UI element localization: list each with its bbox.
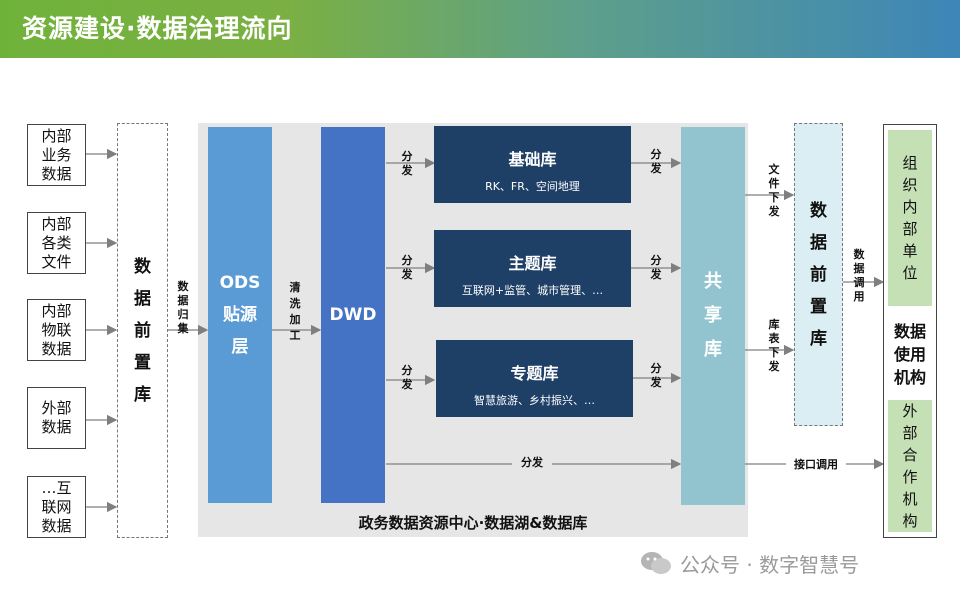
distribute-label: 分 发 — [650, 254, 662, 281]
front-store-right: 数 据 前 置 库 — [794, 123, 843, 426]
front-store-left-label: 数 据 前 置 库 — [134, 256, 151, 405]
bottom-distribute-label: 分发 — [512, 456, 552, 470]
share-store: 共 享 库 — [681, 127, 745, 505]
page-title: 资源建设·数据治理流向 — [22, 14, 293, 43]
collect-label: 数 据 归 集 — [177, 280, 189, 335]
source-label: 外部 数据 — [41, 399, 72, 436]
distribute-label: 分 发 — [650, 148, 662, 175]
store-subtitle: RK、FR、空间地理 — [485, 180, 580, 193]
source-label: …互 联网 数据 — [41, 478, 72, 535]
data-call-label: 数 据 调 用 — [853, 248, 865, 303]
store-subtitle: 互联网+监管、城市管理、… — [461, 284, 604, 297]
front-store-left: 数 据 前 置 库 — [117, 123, 168, 538]
dwd-label: DWD — [329, 305, 377, 325]
distribute-label: 分 发 — [401, 150, 413, 177]
watermark: 公众号 · 数字智慧号 — [640, 549, 859, 577]
source-internal-business: 内部 业务 数据 — [27, 124, 86, 186]
distribute-label: 分 发 — [650, 362, 662, 389]
store-title: 主题库 — [508, 254, 557, 273]
consumer-internal-label: 组 织 内 部 单 位 — [902, 154, 918, 282]
dwd-layer: DWD — [321, 127, 385, 503]
table-distribute-label: 库 表 下 发 — [768, 318, 780, 373]
store-theme: 主题库 互联网+监管、城市管理、… — [434, 230, 631, 307]
consumer-internal-units: 组 织 内 部 单 位 — [888, 130, 932, 306]
store-subtitle: 智慧旅游、乡村振兴、… — [474, 394, 595, 407]
share-store-label: 共 享 库 — [704, 271, 722, 360]
source-label: 内部 物联 数据 — [41, 301, 72, 358]
source-internal-iot: 内部 物联 数据 — [27, 299, 86, 361]
store-basic: 基础库 RK、FR、空间地理 — [434, 126, 631, 203]
distribute-label: 分 发 — [401, 364, 413, 391]
header-bar — [0, 0, 960, 58]
ods-label: ODS 贴源 层 — [219, 273, 261, 357]
source-internal-files: 内部 各类 文件 — [27, 212, 86, 274]
file-distribute-label: 文 件 下 发 — [768, 163, 780, 218]
clean-label: 清 洗 加 工 — [289, 281, 301, 342]
source-label: 内部 各类 文件 — [41, 214, 72, 271]
source-internet: …互 联网 数据 — [27, 476, 86, 538]
front-store-right-label: 数 据 前 置 库 — [810, 200, 827, 349]
store-title: 专题库 — [510, 364, 559, 383]
source-external: 外部 数据 — [27, 387, 86, 449]
ods-layer: ODS 贴源 层 — [208, 127, 272, 503]
wechat-icon — [641, 552, 671, 574]
consumer-external-partners: 外 部 合 作 机 构 — [888, 400, 932, 532]
distribute-label: 分 发 — [401, 254, 413, 281]
watermark-text: 公众号 · 数字智慧号 — [680, 552, 860, 577]
center-caption: 政务数据资源中心·数据湖&数据库 — [358, 514, 588, 532]
consumer-external-label: 外 部 合 作 机 构 — [902, 402, 918, 530]
api-call-label: 接口调用 — [786, 458, 846, 472]
source-label: 内部 业务 数据 — [41, 126, 72, 183]
store-title: 基础库 — [508, 150, 557, 169]
store-special: 专题库 智慧旅游、乡村振兴、… — [436, 340, 633, 417]
consumer-title: 数据 使用 机构 — [893, 322, 926, 387]
